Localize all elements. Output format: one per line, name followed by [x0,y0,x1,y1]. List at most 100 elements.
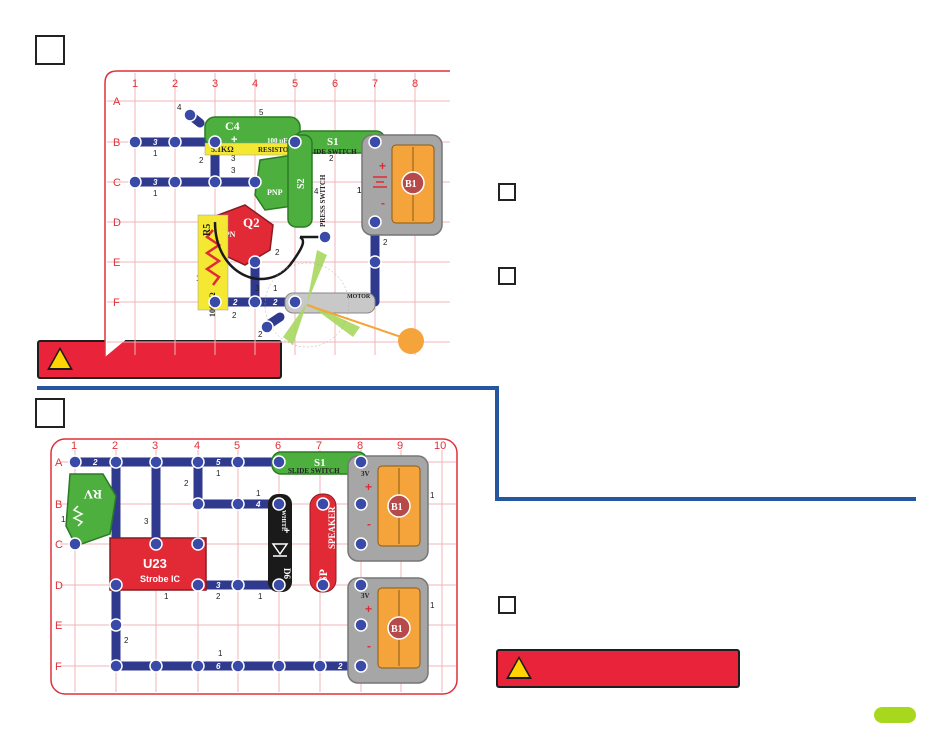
warning-icon [506,656,532,679]
battery-label: B1 [391,502,403,513]
level-number: 2 [184,479,189,488]
row-label: D [113,217,121,229]
wire-number: 5 [216,458,221,467]
step-checkbox-2[interactable] [35,398,65,428]
switch-text: SLIDE SWITCH [305,148,357,156]
speaker-sp[interactable] [309,493,337,593]
level-number: 1 [216,469,221,478]
page-number-pill [874,707,916,723]
level-number: 1 [61,515,66,524]
transistor-type: PNP [267,188,283,197]
level-number: 1 [258,592,263,601]
row-label: C [55,539,63,551]
battery-minus: - [367,639,371,653]
level-number: 1 [153,149,158,158]
col-label: 6 [275,440,281,452]
fan-indicator [398,328,424,354]
col-label: 3 [212,78,218,90]
row-label: D [55,580,63,592]
circuit-diagram-2: 1 2 3 4 5 6 7 8 9 10 A B C D E F 2 5 4 3… [50,438,458,695]
level-number: 1 [357,186,362,195]
battery-plus: + [365,602,372,616]
wire-number: 3 [216,581,221,590]
col-label: 3 [152,440,158,452]
level-number: 1 [430,491,435,500]
motor-label: MOTOR [347,294,371,300]
col-label: 4 [194,440,200,452]
wire-number: 2 [337,662,343,671]
row-label: B [113,137,120,149]
battery-label: B1 [405,179,417,190]
section-divider-horizontal [37,386,497,390]
wire-number: 2 [232,298,238,307]
level-number: 2 [199,156,204,165]
capacitor-plus: + [231,134,237,146]
potentiometer-rv[interactable] [65,473,117,547]
col-label: 9 [397,440,403,452]
level-number: 4 [177,103,182,112]
level-number: 2 [383,238,388,247]
led-text: WHITE [280,510,286,531]
level-number: 2 [258,330,263,339]
level-number: 1 [273,284,278,293]
potentiometer-label: RV [83,487,102,502]
press-switch-label: S2 [296,178,307,189]
col-label: 2 [172,78,178,90]
fan-blade [283,250,360,345]
col-label: 2 [112,440,118,452]
level-number: 5 [259,108,264,117]
col-label: 7 [316,440,322,452]
ic-text: Strobe IC [140,574,181,584]
led-d6[interactable] [268,494,292,592]
switch-text: SLIDE SWITCH [288,467,340,475]
level-number: 1 [153,189,158,198]
level-number: 1 [218,649,223,658]
level-number: 3 [144,517,149,526]
level-number: 1 [256,489,261,498]
col-label: 1 [71,440,77,452]
option-checkbox-b[interactable] [498,267,516,285]
col-label: 10 [434,440,446,452]
capacitor-value: 100 µF [267,137,288,145]
battery-minus: - [381,196,385,210]
level-number: 2 [329,154,334,163]
battery-voltage: 3V [361,592,370,600]
level-number: 3 [255,284,260,293]
row-label: B [55,499,62,511]
ic-label: U23 [143,556,167,571]
level-number: 3 [231,166,236,175]
col-label: 5 [292,78,298,90]
switch-label: S1 [327,136,339,148]
row-label: A [113,96,121,108]
battery-voltage: 3V [361,470,370,478]
speaker-text: SPEAKER [327,506,337,549]
option-checkbox-a[interactable] [498,183,516,201]
level-number: 2 [124,636,129,645]
transistor-label: Q2 [243,215,260,230]
col-label: 1 [132,78,138,90]
press-switch-s2[interactable] [287,134,313,228]
row-label: F [55,661,62,673]
switch-label: S1 [314,457,326,469]
row-label: E [55,620,62,632]
battery-minus: - [367,517,371,531]
step-checkbox-1[interactable] [35,35,65,65]
wire-number: 3 [153,138,158,147]
col-label: 5 [234,440,240,452]
row-label: A [55,457,63,469]
wire-number: 4 [255,500,261,509]
option-checkbox-c[interactable] [498,596,516,614]
battery-label: B1 [391,624,403,635]
col-label: 6 [332,78,338,90]
wire-number: 2 [272,298,278,307]
col-label: 4 [252,78,258,90]
col-label: 8 [357,440,363,452]
circuit-diagram-1: 1 2 3 4 5 6 7 8 A B C D E F 3 3 2 2 1 1 … [104,70,450,357]
resistor-value: 5.1KΩ [211,145,234,154]
level-number: 4 [314,187,319,196]
row-label: C [113,177,121,189]
wire-number: 3 [153,178,158,187]
warning-icon [47,347,73,370]
level-number: 2 [216,592,221,601]
row-label: F [113,297,120,309]
